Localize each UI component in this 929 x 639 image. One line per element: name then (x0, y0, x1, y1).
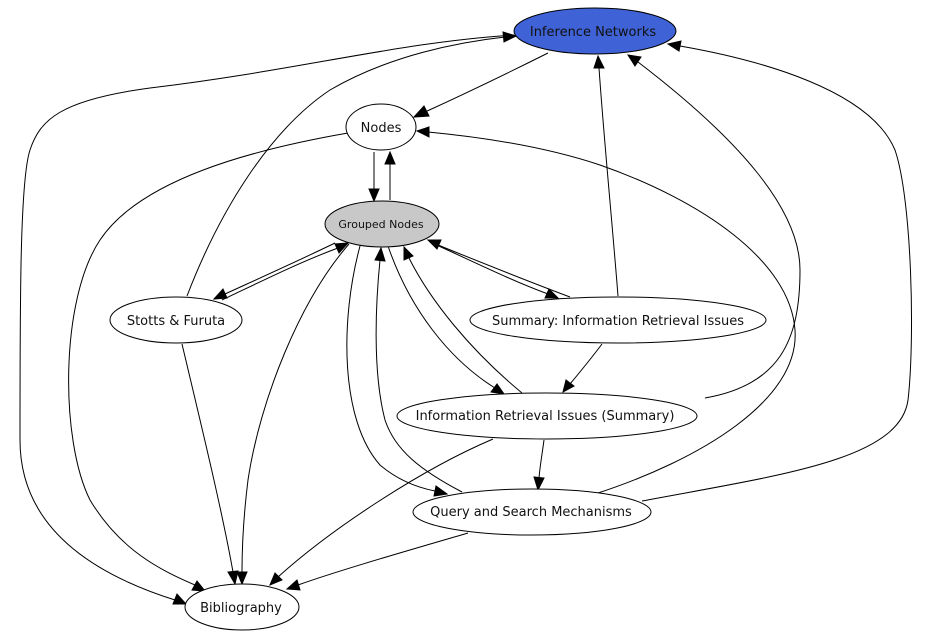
node-stotts-furuta[interactable]: Stotts & Furuta (109, 296, 243, 344)
edge-grouped-nodes-to-stotts (224, 242, 336, 295)
arrowhead (415, 126, 430, 138)
arrowhead (626, 54, 642, 67)
arrowhead (285, 579, 301, 591)
node-inference-networks-label: Inference Networks (530, 25, 657, 40)
node-inference-networks[interactable]: Inference Networks (513, 7, 677, 55)
edge-query-search-to-inference-networks (641, 45, 913, 502)
arrowhead (374, 246, 386, 262)
edge-grouped-nodes-to-query-search (346, 245, 436, 492)
arrowhead (502, 31, 518, 43)
node-ir-issues-summary-shape (396, 392, 698, 440)
nodes: Inference Networks Nodes Grouped Nodes S… (109, 7, 767, 631)
node-query-search-label: Query and Search Mechanisms (430, 505, 632, 520)
arrowhead (227, 570, 239, 586)
node-ir-issues-summary-label: Information Retrieval Issues (Summary) (416, 409, 675, 424)
arrowhead (172, 593, 188, 605)
edge-nodes-to-bibliography (68, 132, 349, 586)
edge-inference-networks-to-bibliography (19, 34, 515, 601)
arrowhead (334, 242, 350, 254)
node-stotts-furuta-shape (109, 296, 243, 344)
node-grouped-nodes[interactable]: Grouped Nodes (324, 200, 440, 248)
arrowhead (384, 150, 396, 165)
edge-query-search-to-grouped-nodes (375, 259, 463, 493)
arrowhead (269, 572, 283, 586)
edge-stotts-to-grouped-nodes (221, 247, 339, 301)
node-grouped-nodes-label: Grouped Nodes (338, 218, 423, 231)
node-summary-ir-issues-shape (469, 296, 767, 344)
arrowhead (490, 383, 506, 395)
node-bibliography-shape (184, 583, 300, 631)
edge-stotts-to-inference-networks (186, 36, 506, 297)
edge-summary-ir-to-ir-issues (569, 343, 603, 385)
edge-summary-ir-to-inference-networks (598, 67, 619, 297)
arrowhead (368, 188, 380, 203)
edge-ir-issues-to-query-search (538, 439, 545, 479)
edge-ir-issues-to-inference-networks (637, 61, 801, 399)
arrowhead (191, 580, 207, 592)
arrowhead (412, 105, 430, 118)
edge-grouped-nodes-to-bibliography (241, 243, 350, 573)
arrowhead (562, 379, 575, 393)
edge-ir-issues-to-grouped-nodes (408, 257, 523, 394)
edges (19, 31, 913, 605)
arrowhead (212, 288, 228, 300)
node-ir-issues-summary[interactable]: Information Retrieval Issues (Summary) (396, 392, 698, 440)
edge-grouped-nodes-to-summary-ir (429, 241, 549, 295)
node-summary-ir-issues-label: Summary: Information Retrieval Issues (492, 314, 744, 329)
node-query-search-shape (412, 488, 652, 536)
edge-summary-ir-to-grouped-nodes (437, 244, 571, 298)
edge-ir-issues-to-bibliography (277, 438, 494, 578)
node-inference-networks-shape (513, 7, 677, 55)
arrowhead (236, 571, 248, 586)
node-grouped-nodes-shape (324, 200, 440, 248)
arrowhead (666, 40, 682, 52)
arrowhead (544, 288, 560, 299)
node-nodes-shape (345, 103, 417, 151)
node-summary-ir-issues[interactable]: Summary: Information Retrieval Issues (469, 296, 767, 344)
arrowhead (426, 239, 442, 250)
node-bibliography-label: Bibliography (200, 601, 282, 616)
edge-grouped-nodes-to-ir-issues (387, 245, 496, 389)
node-bibliography[interactable]: Bibliography (184, 583, 300, 631)
node-nodes[interactable]: Nodes (345, 103, 417, 151)
arrowhead (593, 54, 605, 69)
node-nodes-label: Nodes (361, 121, 402, 136)
node-stotts-furuta-label: Stotts & Furuta (127, 314, 225, 329)
edge-query-search-to-bibliography (297, 532, 469, 586)
arrowhead (433, 485, 449, 497)
edge-query-search-to-nodes (427, 131, 796, 495)
edge-stotts-to-bibliography (181, 343, 234, 573)
node-query-search[interactable]: Query and Search Mechanisms (412, 488, 652, 536)
arrowhead (533, 476, 545, 492)
arrowhead (403, 245, 414, 261)
edge-inference-networks-to-nodes (424, 52, 549, 113)
